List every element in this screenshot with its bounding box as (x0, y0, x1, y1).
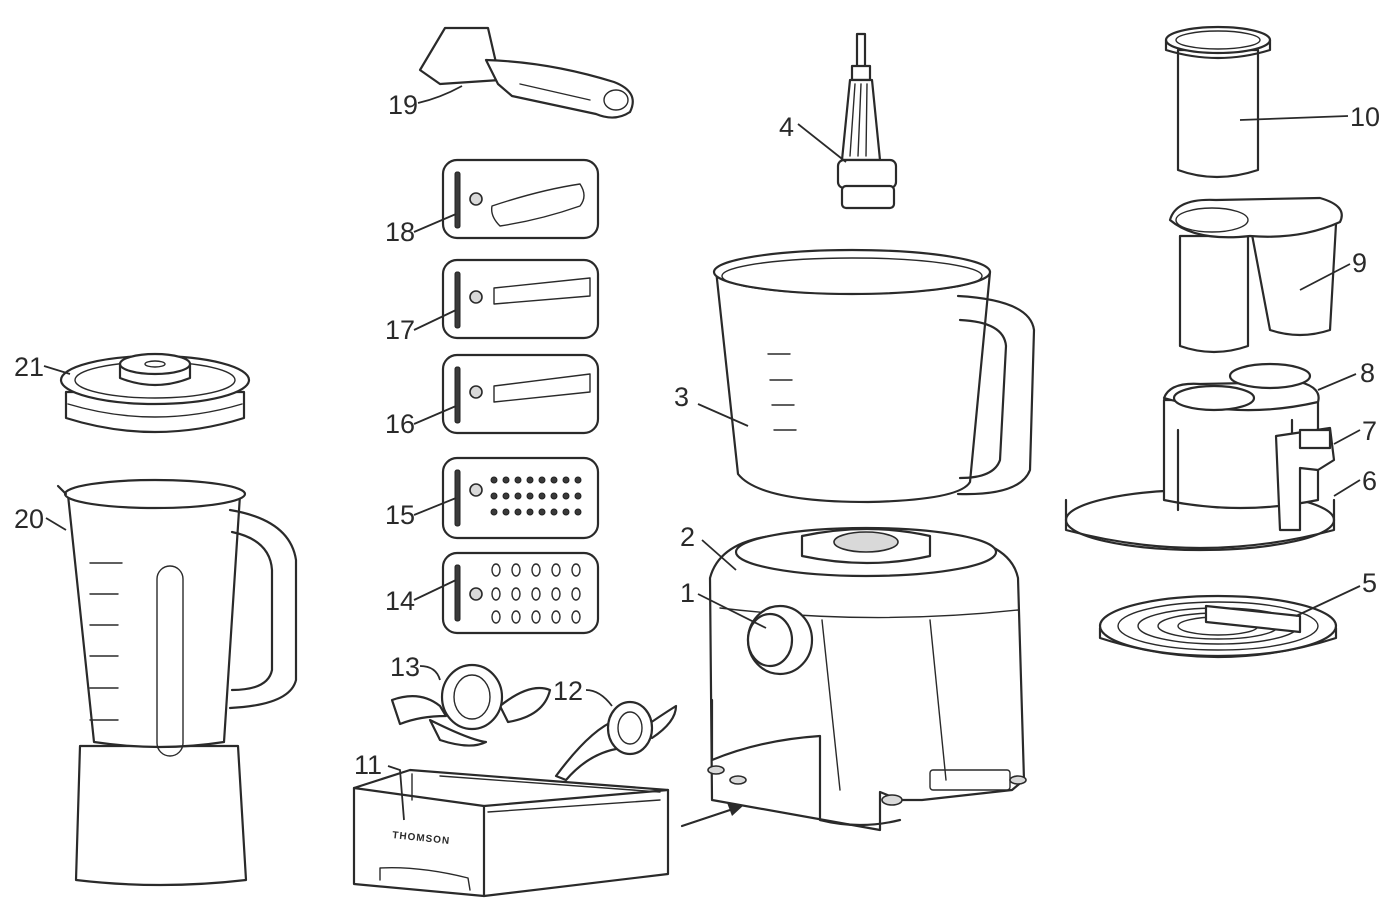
part-16-disc (441, 353, 600, 435)
part-19-spatula (418, 26, 634, 119)
callout-10: 10 (1350, 102, 1380, 132)
part-17-disc (441, 258, 600, 340)
callout-1: 1 (680, 578, 695, 608)
part-4-drive-shaft (836, 32, 898, 210)
callout-7: 7 (1362, 416, 1377, 446)
part-13-blade (390, 663, 552, 747)
callout-15: 15 (385, 500, 415, 530)
part-10-pusher (1164, 25, 1272, 179)
part-3-bowl (712, 248, 1036, 504)
callout-20: 20 (14, 504, 44, 534)
callout-17: 17 (385, 315, 415, 345)
part-1-control-knob (746, 604, 814, 676)
part-20-blender-jug (56, 478, 298, 887)
callout-13: 13 (390, 652, 420, 682)
part-9-pusher (1168, 196, 1343, 354)
callout-6: 6 (1362, 466, 1377, 496)
part-5-disc (1098, 594, 1338, 659)
callout-11: 11 (354, 750, 382, 780)
part-7-safety-latch (1274, 426, 1336, 532)
callout-19: 19 (388, 90, 418, 120)
part-2-motor-base (707, 526, 1027, 832)
part-21-blender-lid (59, 352, 251, 434)
callout-12: 12 (553, 676, 583, 706)
callout-8: 8 (1360, 358, 1375, 388)
callout-5: 5 (1362, 568, 1377, 598)
part-18-disc (441, 158, 600, 240)
callout-labels: 21 20 19 18 17 16 15 14 13 12 11 4 3 2 1… (14, 90, 1380, 780)
callout-2: 2 (680, 522, 695, 552)
callout-4: 4 (779, 112, 794, 142)
leader-lines (43, 85, 1361, 821)
part-15-disc (441, 456, 600, 540)
callout-9: 9 (1352, 248, 1367, 278)
callout-3: 3 (674, 382, 689, 412)
callout-14: 14 (385, 586, 415, 616)
part-14-disc (441, 551, 600, 635)
part-12-blade (554, 700, 678, 782)
callout-18: 18 (385, 217, 415, 247)
part-11-storage-box (352, 768, 670, 898)
callout-21: 21 (14, 352, 44, 382)
callout-16: 16 (385, 409, 415, 439)
